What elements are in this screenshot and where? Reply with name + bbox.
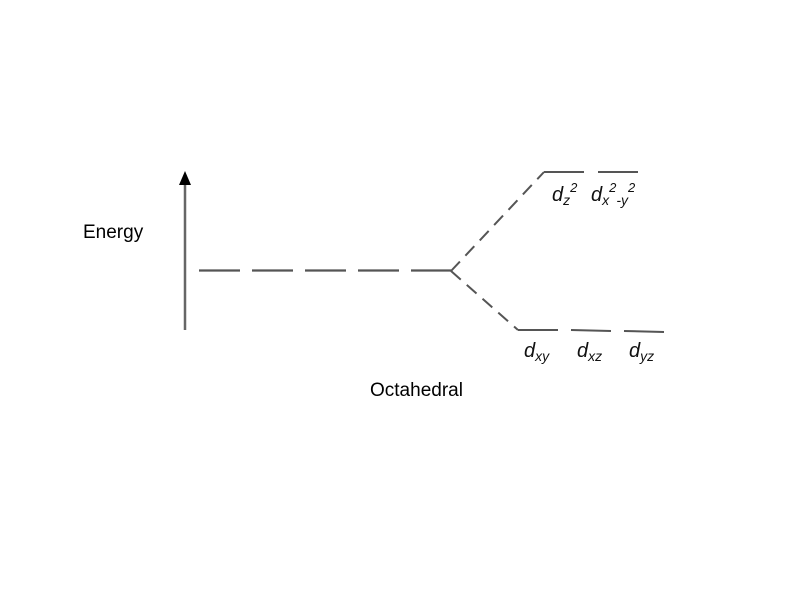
orbital-subscript: x: [602, 192, 610, 208]
orbital-superscript-tail: 2: [628, 180, 636, 195]
orbital-subscript: xz: [588, 348, 603, 364]
orbital-base: d: [577, 340, 589, 362]
orbital-subscript: z: [563, 192, 571, 208]
energy-axis-label: Energy: [83, 222, 144, 243]
orbital-subscript: yz: [640, 348, 655, 364]
arrow-up-icon: [179, 171, 191, 185]
energy-axis: [179, 171, 191, 330]
orbital-superscript: 2: [570, 180, 578, 195]
t2g-branch: [450, 270, 519, 331]
orbital-label-dxz: dxz: [577, 340, 602, 364]
orbital-superscript: 2: [609, 180, 617, 195]
eg-branch: [450, 171, 545, 272]
orbital-subscript: xy: [535, 348, 550, 364]
orbital-label-dx2-y2: dx2-y2: [591, 180, 636, 208]
orbital-label-dyz: dyz: [629, 340, 654, 364]
diagram-title: Octahedral: [370, 380, 463, 401]
orbital-label-dxy: dxy: [524, 340, 549, 364]
orbital-subscript-tail: -y: [616, 192, 629, 208]
orbital-label-dz2: dz2: [552, 180, 577, 208]
orbital-base: d: [629, 340, 641, 362]
orbital-base: d: [591, 184, 603, 206]
t2g-levels: [518, 329, 665, 333]
orbital-base: d: [524, 340, 536, 362]
orbital-base: d: [552, 184, 564, 206]
